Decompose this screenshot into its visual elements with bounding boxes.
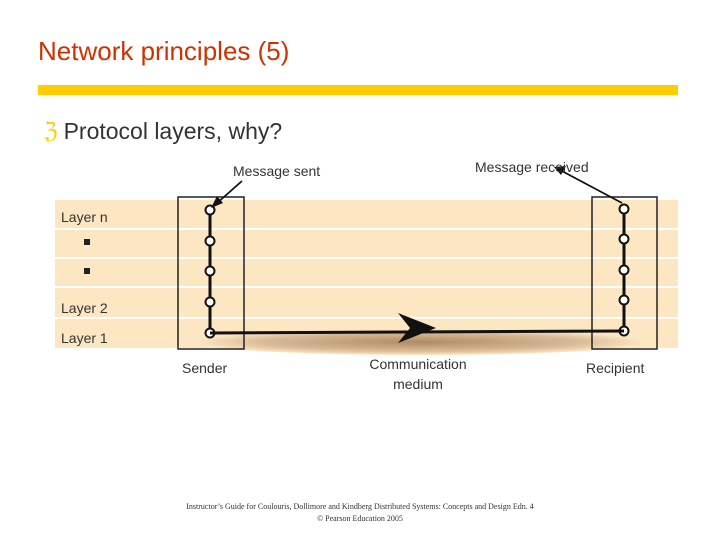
sender-layer-nodes [204,204,216,339]
message-sent-arrowhead-icon [211,196,223,208]
layer-band-dot-2 [55,259,678,286]
layer-band-n [55,200,678,228]
layer-band-2 [55,288,678,317]
layer-n-label: Layer n [61,209,108,225]
recipient-node [618,264,630,276]
sender-node [204,235,216,247]
transfer-arrow-icon [398,313,436,343]
medium-label-line1: Communication [369,356,466,372]
medium-label-line2: medium [393,376,443,392]
bullet-row: ℨ Protocol layers, why? [44,118,282,145]
sender-node [204,296,216,308]
bullet-text: Protocol layers, why? [63,118,283,144]
layer-ellipsis-bullet-2 [84,268,90,274]
slide-title: Network principles (5) [38,36,290,66]
footer-copyright: © Pearson Education 2005 [317,514,403,523]
layer-1-label: Layer 1 [61,330,108,346]
sender-box [177,196,245,350]
message-received-arrowhead-icon [554,166,566,175]
title-rule [38,85,678,95]
layer-band-dot-1 [55,230,678,257]
recipient-node [618,233,630,245]
sender-label: Sender [182,360,227,376]
sender-node [204,265,216,277]
z-bullet-icon: ℨ [44,118,58,144]
recipient-box [591,196,658,350]
sender-node [204,204,216,216]
message-received-label: Message received [475,159,589,175]
footer-credit: Instructor’s Guide for Coulouris, Dollim… [186,502,534,511]
layer-ellipsis-bullet-1 [84,239,90,245]
recipient-layer-nodes [618,203,630,337]
communication-medium-shape [195,329,645,355]
recipient-label: Recipient [586,360,644,376]
message-received-arrow [559,169,623,204]
layer-bands [55,200,678,348]
recipient-node [618,203,630,215]
message-sent-label: Message sent [233,163,320,179]
layer-2-label: Layer 2 [61,300,108,316]
recipient-node [618,294,630,306]
